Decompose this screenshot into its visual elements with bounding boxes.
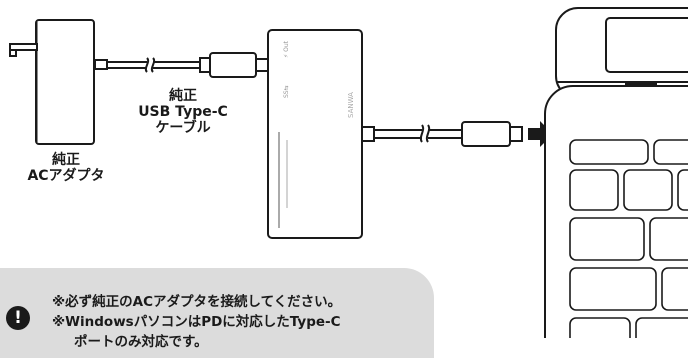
laptop [544, 7, 688, 338]
hub-usb-label: SS⇆ [283, 85, 290, 98]
cable-label: 純正 USB Type-C ケーブル [128, 88, 238, 136]
cable-label-line2: USB Type-C [138, 104, 228, 120]
cable-label-line3: ケーブル [155, 120, 211, 136]
exclamation-icon: ! [6, 306, 30, 330]
note-line-1: ※必ず純正のACアダプタを接続してください。 [52, 294, 342, 310]
plug-prongs-icon [9, 43, 38, 57]
arrow-right-icon [528, 121, 553, 147]
connection-diagram: ⚡ Out SS⇆ SANWA [9, 7, 688, 338]
ac-adapter-label: 純正 ACアダプタ [26, 152, 106, 184]
hub-cable [361, 121, 523, 147]
adapter-cable [107, 52, 269, 78]
keyboard [569, 139, 688, 338]
ac-adapter-label-line1: 純正 [52, 152, 80, 168]
cable-label-line1: 純正 [169, 88, 197, 104]
note-line-2: ※WindowsパソコンはPDに対応したType-C [52, 314, 341, 330]
ac-adapter-label-line2: ACアダプタ [27, 168, 105, 184]
ac-adapter [9, 19, 108, 145]
hub-brand-mark: SANWA [347, 92, 355, 118]
usb-hub: ⚡ Out SS⇆ SANWA [267, 29, 363, 239]
hub-port-label: ⚡ Out [283, 40, 290, 58]
note-line-3: ポートのみ対応です。 [74, 334, 208, 350]
